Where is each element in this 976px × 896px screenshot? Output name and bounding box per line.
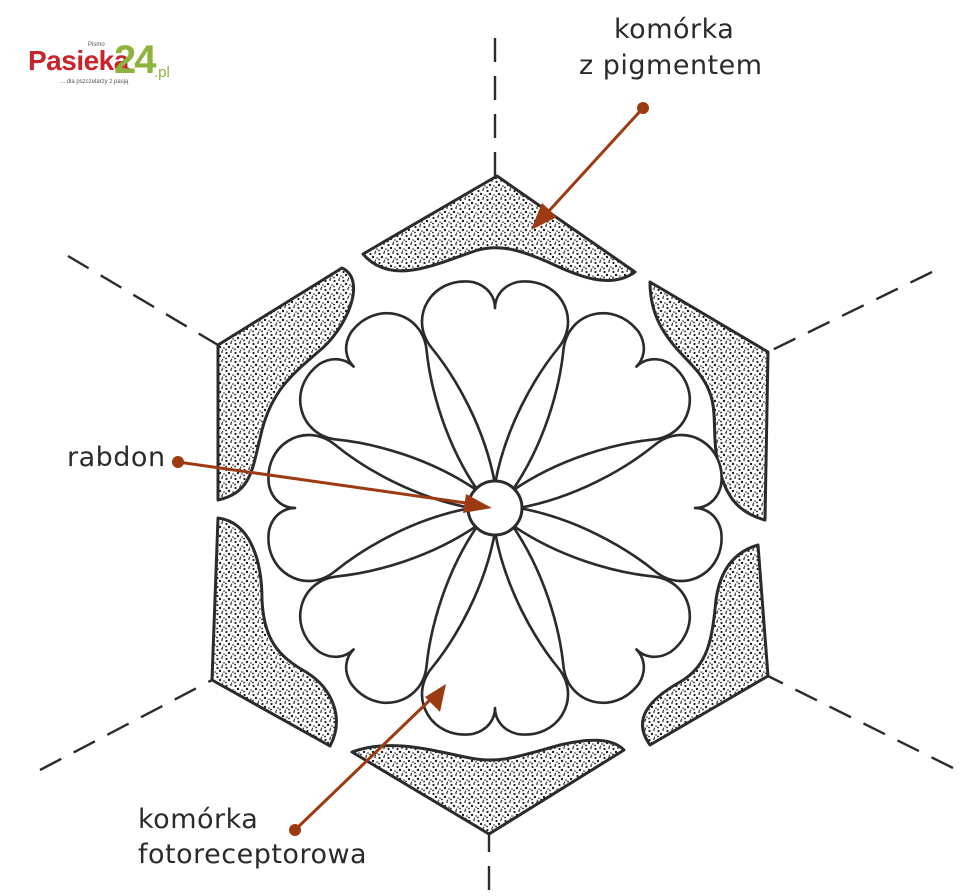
photoreceptor-petal-bottom	[420, 530, 570, 736]
photoreceptor-petal-top-right	[510, 311, 692, 493]
photoreceptor-arrow-dot	[289, 824, 301, 836]
label-photoreceptor-line2: fotoreceptorowa	[138, 839, 368, 870]
photoreceptor-arrow-head	[425, 684, 446, 712]
logo-tld: .pl	[154, 64, 170, 81]
dashed-line-upper-left	[67, 254, 219, 347]
dashed-line-upper-right	[767, 270, 933, 354]
rhabdom-arrow-head	[463, 494, 492, 513]
dashed-boundary-lines	[39, 38, 954, 896]
rhabdom-arrow-line	[177, 460, 467, 505]
pigment-cell-upper-left	[216, 266, 355, 502]
photoreceptor-petal-bottom-right	[510, 523, 692, 705]
pigment-cell-upper-right	[648, 280, 770, 522]
annotation-arrows	[172, 102, 649, 836]
label-rhabdom: rabdon	[67, 442, 166, 473]
photoreceptor-petal-top-left	[298, 311, 480, 493]
logo-name: Pasieka	[28, 45, 129, 76]
pigment-arrow-dot	[637, 102, 649, 114]
pasieka24-logo[interactable]: Pismo Pasieka 24 .pl ... dla pszczelarzy…	[28, 38, 178, 96]
photoreceptor-petal-right	[517, 433, 723, 583]
pigment-cell-lower-right	[641, 543, 770, 747]
pigment-arrow-head	[531, 203, 557, 230]
logo-small-text: Pismo	[88, 42, 105, 48]
photoreceptor-petal-left	[267, 433, 473, 583]
label-pigment-cell-line2: z pigmentem	[579, 50, 763, 81]
dashed-line-lower-left	[39, 678, 213, 772]
photoreceptor-petal-top	[420, 280, 570, 486]
photoreceptor-arrow-line	[293, 696, 434, 832]
pigment-cell-lower-left	[210, 516, 338, 748]
photoreceptor-cells	[267, 280, 723, 736]
label-photoreceptor-line1: komórka	[138, 804, 259, 835]
label-pigment-cell-line1: komórka	[614, 14, 735, 45]
pigment-cell-top	[361, 174, 637, 282]
pigment-arrow-line	[546, 106, 645, 214]
photoreceptor-petal-bottom-left	[298, 523, 480, 705]
pigment-cell-bottom	[350, 738, 626, 836]
logo-number: 24	[114, 38, 156, 82]
dashed-line-lower-right	[767, 674, 954, 770]
pigment-cells	[210, 174, 770, 836]
rhabdom-arrow-dot	[172, 456, 184, 468]
logo-tagline: ... dla pszczelarzy z pasją	[60, 79, 129, 85]
